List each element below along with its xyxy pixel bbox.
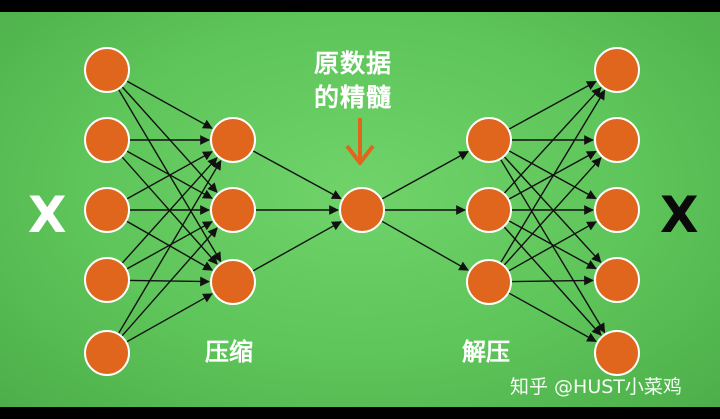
- output-node-5: [594, 330, 640, 376]
- edge-decoder-1-to-output-1: [508, 150, 597, 200]
- output-node-1: [594, 47, 640, 93]
- edge-decoder-2-to-output-0: [500, 89, 606, 263]
- input-node-1: [84, 47, 130, 93]
- edge-input-4-to-encoder-0: [118, 159, 222, 334]
- edge-bottleneck-0-to-decoder-2: [381, 220, 469, 271]
- encoder-node-1: [210, 117, 256, 163]
- decoder-node-2: [466, 187, 512, 233]
- edge-input-3-to-encoder-1: [126, 221, 213, 270]
- edge-decoder-2-to-output-1: [503, 157, 602, 266]
- input-label-x: X: [28, 186, 67, 244]
- edge-decoder-2-to-output-4: [508, 292, 597, 343]
- output-node-3: [594, 187, 640, 233]
- decoder-node-3: [466, 259, 512, 305]
- output-node-4: [594, 257, 640, 303]
- bottleneck-label-line2: 的精髓: [314, 83, 393, 112]
- edge-decoder-2-to-output-2: [508, 221, 597, 272]
- encoder-node-2: [210, 187, 256, 233]
- edge-input-4-to-encoder-1: [121, 227, 218, 337]
- edge-decoder-0-to-output-0: [508, 80, 597, 130]
- bottleneck-node-1: [339, 187, 385, 233]
- edge-input-3-to-encoder-0: [121, 157, 218, 264]
- down-arrow-icon: [345, 118, 375, 165]
- decompress-label: 解压: [462, 338, 510, 366]
- watermark-text: 知乎 @HUST小菜鸡: [510, 376, 682, 398]
- input-node-5: [84, 330, 130, 376]
- encoder-node-3: [210, 259, 256, 305]
- output-node-2: [594, 117, 640, 163]
- edge-input-4-to-encoder-2: [126, 293, 213, 343]
- edge-input-2-to-encoder-0: [126, 151, 213, 200]
- edge-input-0-to-encoder-0: [126, 80, 213, 129]
- output-label-x: X: [660, 186, 699, 244]
- edge-decoder-1-to-output-0: [503, 86, 602, 194]
- edge-encoder-2-to-bottleneck-0: [252, 221, 342, 272]
- input-node-2: [84, 117, 130, 163]
- edge-bottleneck-0-to-decoder-0: [381, 150, 469, 200]
- bottleneck-label-line1: 原数据: [314, 49, 393, 78]
- edge-decoder-2-to-output-3: [511, 275, 594, 286]
- compress-label: 压缩: [205, 338, 253, 366]
- input-node-3: [84, 187, 130, 233]
- connection-edges: [118, 80, 606, 343]
- decoder-node-1: [466, 117, 512, 163]
- input-node-4: [84, 257, 130, 303]
- edge-decoder-1-to-output-3: [508, 220, 597, 270]
- edge-encoder-0-to-bottleneck-0: [252, 150, 342, 200]
- neuron-nodes: [84, 47, 640, 376]
